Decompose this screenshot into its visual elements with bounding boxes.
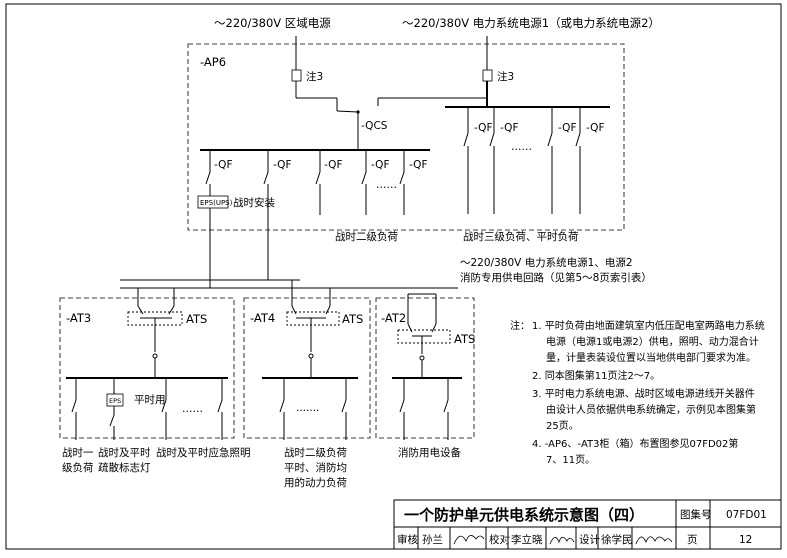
at3-ellipsis: …… [182, 403, 203, 415]
at2-load: 消防用电设备 [398, 446, 461, 459]
reviewer-name: 孙兰 [422, 533, 443, 546]
at3-ats-icon [127, 305, 183, 359]
eps-box [106, 393, 124, 407]
title-block [393, 499, 782, 550]
at2-ats-label: ATS [454, 332, 475, 346]
ellipsis-left: …… [376, 179, 397, 191]
right-feeders [463, 107, 581, 214]
panel-at4-outline [243, 297, 371, 439]
check-label: 校对 [489, 533, 510, 546]
panel-at4-label: -AT4 [250, 311, 275, 325]
eps-label: EPS [109, 397, 121, 405]
at4-ats-icon [286, 305, 340, 359]
designer-name: 徐学民 [601, 533, 633, 546]
checker-name: 李立晓 [511, 533, 543, 546]
at3-ats-label: ATS [186, 312, 207, 326]
notes-label: 注： [510, 319, 530, 332]
qf-label-l2: -QF [273, 159, 291, 171]
at3-load2-line1: 战时及平时 [98, 447, 151, 459]
checker-signature [549, 536, 575, 545]
qf-label-l3: -QF [324, 159, 342, 171]
panel-ap6-outline [187, 43, 625, 231]
panel-at3-label: -AT3 [66, 311, 91, 325]
review-label: 审核 [397, 533, 418, 546]
qf-label-r2: -QF [500, 122, 518, 134]
at4-dots: ······· [296, 405, 319, 417]
peacetime-label: 平时用 [134, 394, 166, 406]
at3-load2-line2: 疏散标志灯 [98, 461, 151, 474]
at2-feeders [399, 378, 449, 440]
qf-label-l1: -QF [214, 159, 232, 171]
qcs-switch-icon [336, 98, 379, 150]
eps-ups-label: EPS(UPS) [200, 199, 233, 207]
at3-load3: 战时及平时应急照明 [156, 446, 251, 459]
eps-ups-box [197, 195, 229, 209]
page-label: 页 [687, 534, 698, 546]
at3-feeders [71, 378, 223, 440]
note3-right: 注3 [497, 70, 514, 83]
left-feeders [205, 150, 405, 215]
power-system-source-label: ～220/380V 电力系统电源1（或电力系统电源2） [402, 16, 660, 30]
load-wartime-second: 战时二级负荷 [335, 230, 398, 243]
at3-load1-line2: 级负荷 [62, 461, 94, 474]
qf-label-l4: -QF [371, 159, 389, 171]
note4-line1: 4. -AP6、-AT3柜（箱）布置图参见07FD02第 [532, 437, 738, 450]
wartime-install-label: 战时安装 [233, 196, 275, 209]
reviewer-signature [453, 535, 485, 545]
incoming-switch-left-icon [291, 69, 302, 82]
lower-supply-line1: ～220/380V 电力系统电源1、电源2 [460, 256, 633, 269]
note4-line2: 7、11页。 [546, 454, 595, 466]
qf-label-r1: -QF [474, 122, 492, 134]
note3-line3: 25页。 [546, 420, 579, 432]
at3-load1-line1: 战时一 [62, 447, 94, 459]
note2-line1: 2. 同本图集第11页注2～7。 [532, 369, 660, 382]
at2-ats-icon [397, 323, 451, 361]
designer-signature [635, 536, 673, 545]
lower-supply-line2: 消防专用供电回路（见第5～8页索引表） [460, 271, 652, 284]
panel-at2-outline [375, 297, 475, 439]
qf-label-r4: -QF [586, 122, 604, 134]
at4-ats-label: ATS [342, 312, 363, 326]
note1-line2: 电源（电源1或电源2）供电，照明、动力混合计 [546, 335, 759, 348]
regional-source-label: ～220/380V 区域电源 [214, 16, 331, 30]
qf-label-r3: -QF [558, 122, 576, 134]
design-label: 设计 [579, 533, 600, 546]
load-wartime-third: 战时三级负荷、平时负荷 [463, 230, 579, 243]
atlas-no: 07FD01 [726, 509, 767, 521]
atlas-no-label: 图集号 [680, 508, 712, 521]
at4-feeders [279, 378, 347, 440]
note3-line1: 3. 平时电力系统电源、战时区域电源进线开关器件 [532, 387, 755, 400]
note1-line1: 1. 平时负荷由地面建筑室内低压配电室两路电力系统 [532, 319, 765, 332]
page-number: 12 [739, 534, 752, 546]
note3-left: 注3 [306, 70, 323, 83]
at4-load-line1: 战时二级负荷 [284, 446, 347, 459]
panel-at3-outline [59, 297, 235, 439]
at4-load-line3: 用的动力负荷 [284, 476, 347, 489]
note1-line3: 量，计量表装设位置以当地供电部门要求为准。 [546, 351, 756, 364]
qcs-label: -QCS [361, 120, 388, 132]
panel-ap6-label: -AP6 [200, 55, 226, 69]
incoming-switch-right-icon [482, 69, 493, 82]
at4-load-line2: 平时、消防均 [284, 461, 347, 474]
panel-at2-label: -AT2 [381, 311, 406, 325]
drawing-title: 一个防护单元供电系统示意图（四） [404, 506, 644, 524]
qf-label-l5: -QF [409, 159, 427, 171]
notes-block: 注： 1. 平时负荷由地面建筑室内低压配电室两路电力系统 电源（电源1或电源2）… [510, 319, 765, 466]
ellipsis-right: …… [511, 141, 532, 153]
note3-line2: 由设计人员依据供电系统确定，示例见本图集第 [546, 403, 756, 416]
